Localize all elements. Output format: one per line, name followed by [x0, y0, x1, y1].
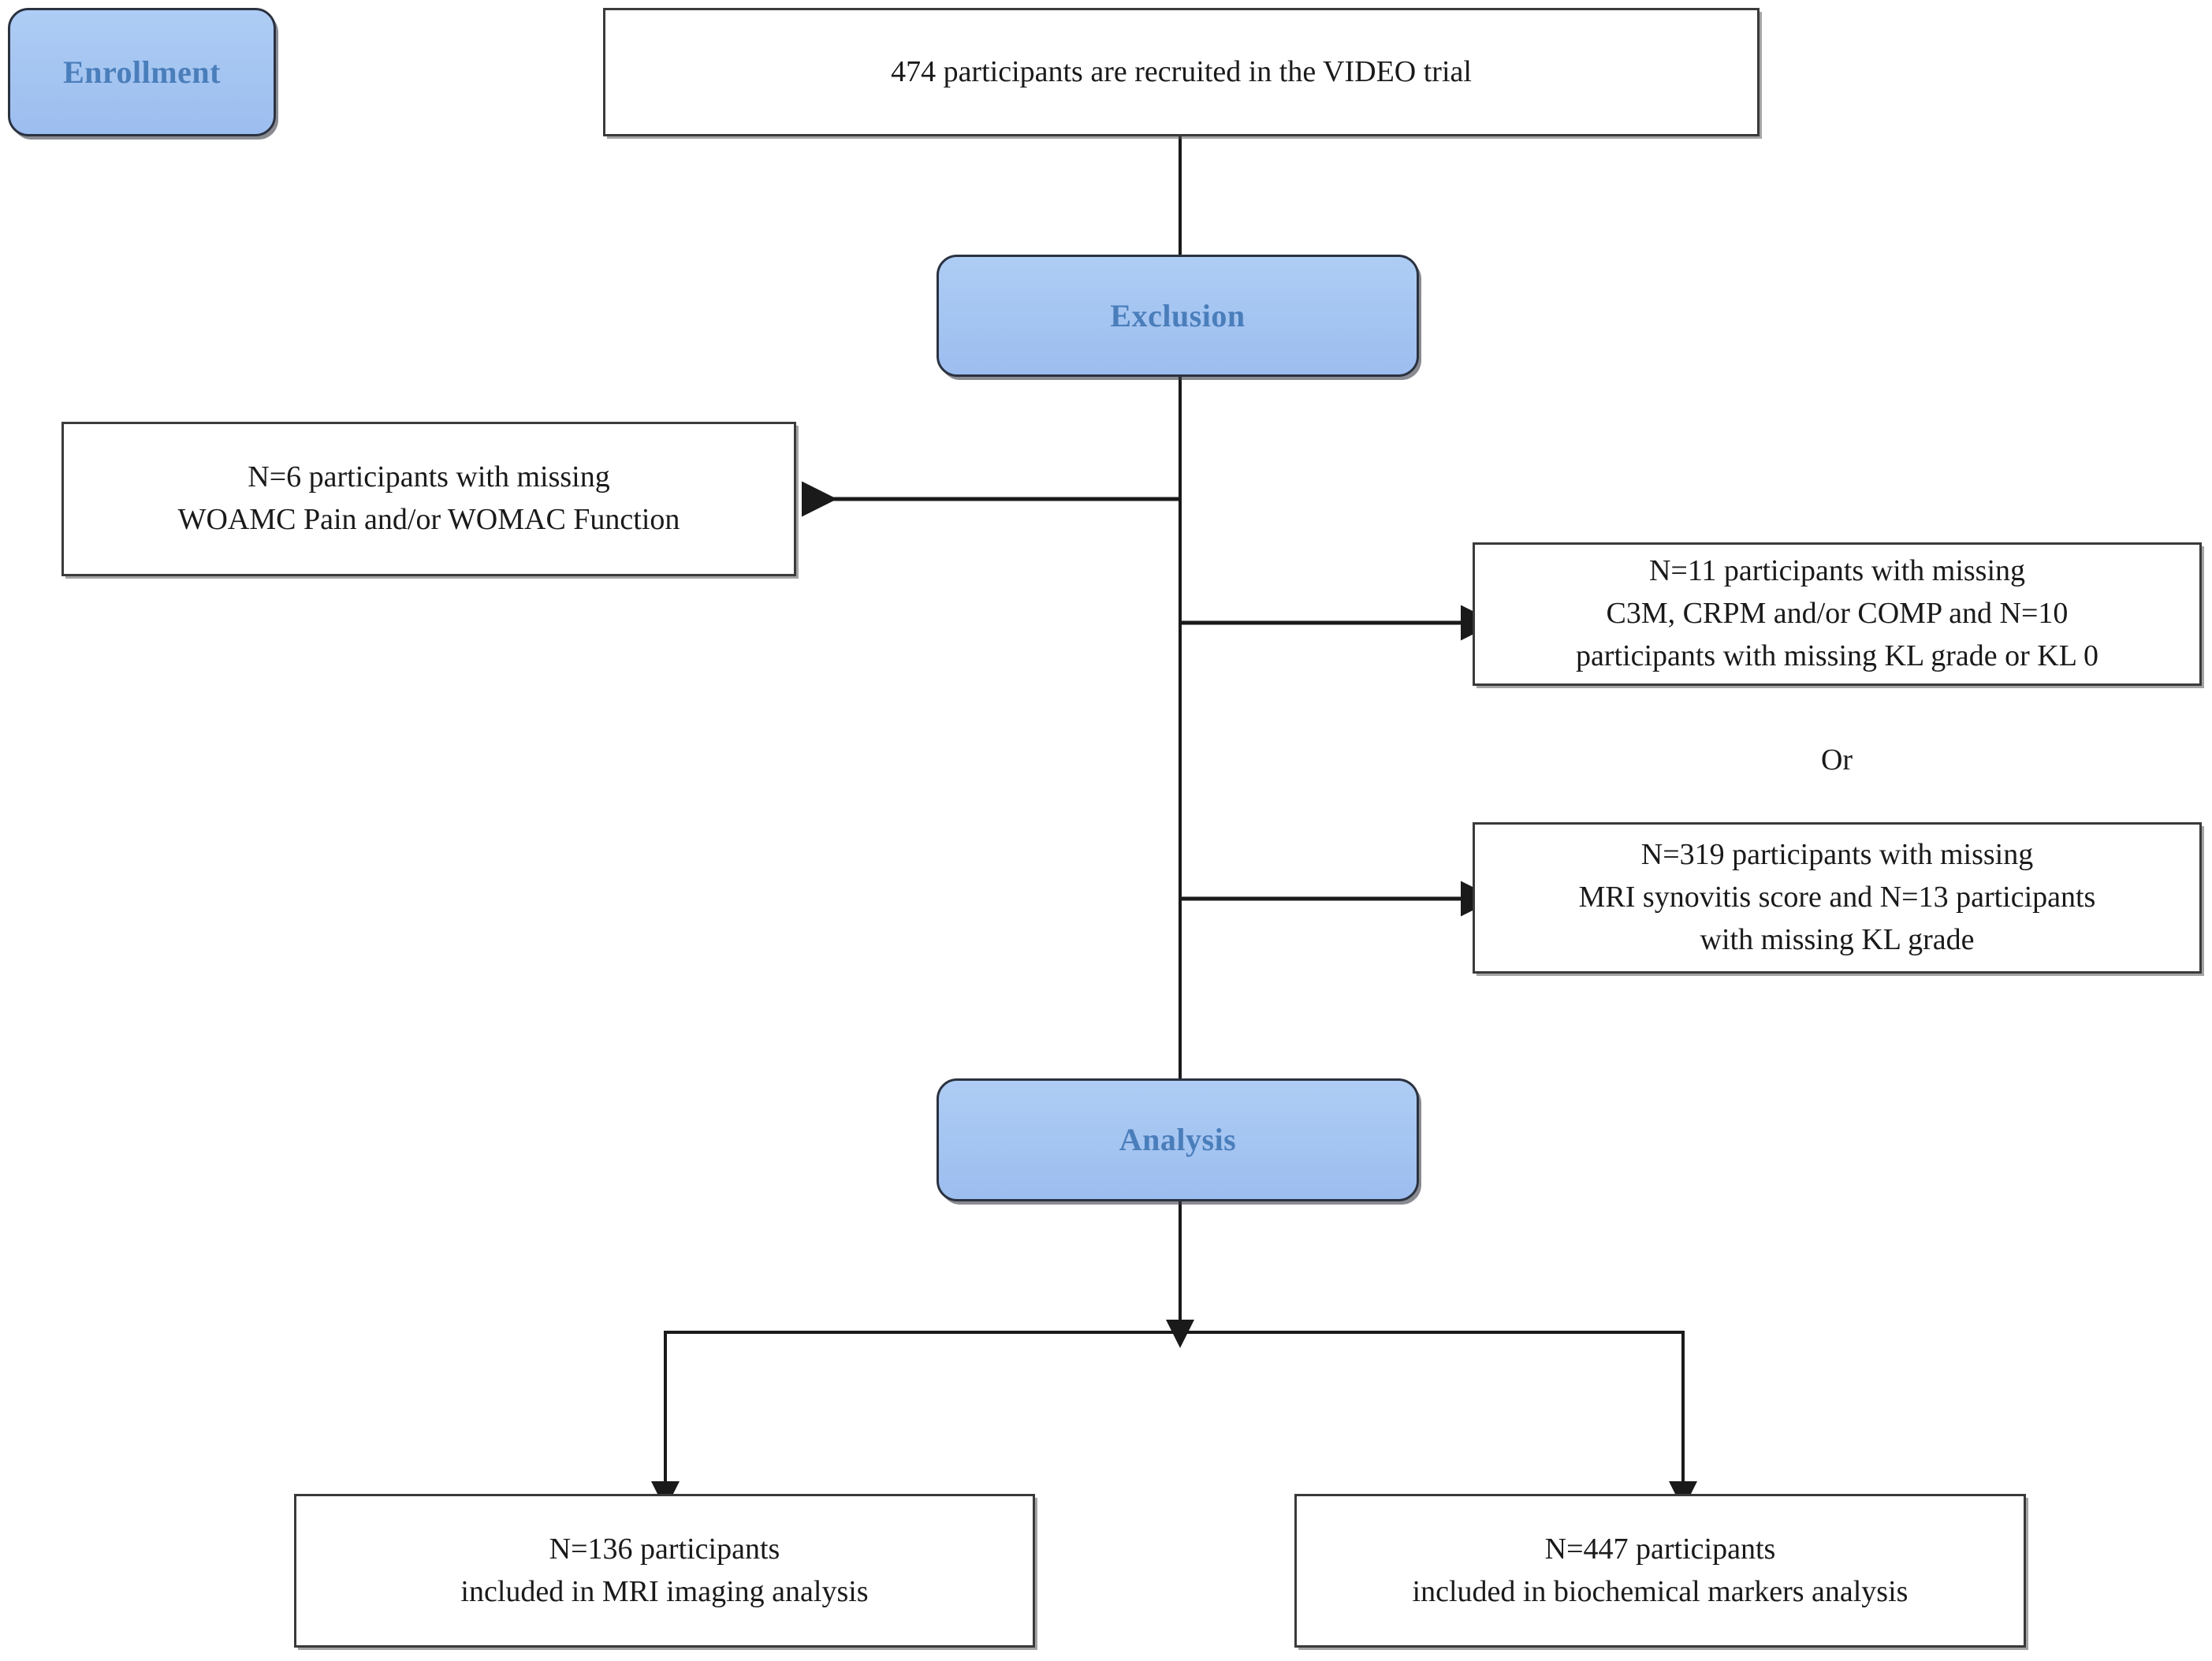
- box-analysed-biochemical: N=447 participants included in biochemic…: [1294, 1494, 2026, 1648]
- box-excluded-biomarkers-text: N=11 participants with missing C3M, CRPM…: [1575, 554, 2099, 672]
- box-excluded-biomarkers: N=11 participants with missing C3M, CRPM…: [1473, 542, 2202, 686]
- box-excluded-womac: N=6 participants with missing WOAMC Pain…: [61, 422, 796, 576]
- box-analysed-biochemical-text: N=447 participants included in biochemic…: [1412, 1532, 1909, 1608]
- connector-or-label: Or: [1820, 743, 1853, 776]
- stage-analysis-label: Analysis: [1119, 1122, 1237, 1157]
- stage-enrollment: Enrollment: [8, 8, 276, 136]
- stage-enrollment-label: Enrollment: [63, 54, 221, 90]
- box-excluded-mri: N=319 participants with missing MRI syno…: [1473, 822, 2202, 974]
- box-excluded-womac-text: N=6 participants with missing WOAMC Pain…: [177, 460, 680, 536]
- stage-exclusion-label: Exclusion: [1110, 297, 1246, 333]
- box-analysed-mri: N=136 participants included in MRI imagi…: [294, 1494, 1035, 1648]
- box-recruited-text: 474 participants are recruited in the VI…: [891, 54, 1472, 88]
- box-recruited: 474 participants are recruited in the VI…: [603, 8, 1760, 136]
- stage-exclusion: Exclusion: [937, 255, 1419, 377]
- box-analysed-mri-text: N=136 participants included in MRI imagi…: [460, 1532, 869, 1608]
- stage-analysis: Analysis: [937, 1078, 1419, 1201]
- box-excluded-mri-text: N=319 participants with missing MRI syno…: [1578, 838, 2096, 956]
